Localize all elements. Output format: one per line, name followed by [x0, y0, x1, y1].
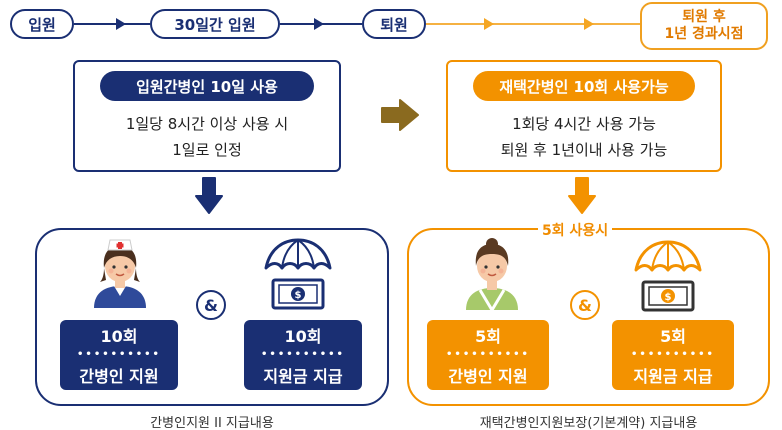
dotted-divider: •••••••••• [631, 349, 715, 360]
down-arrow-icon [568, 177, 596, 214]
home-caregiver-box: 재택간병인 10회 사용가능 1회당 4시간 사용 가능 퇴원 후 1년이내 사… [446, 60, 722, 172]
svg-text:$: $ [295, 290, 302, 301]
home-caregiver-header: 재택간병인 10회 사용가능 [473, 71, 695, 101]
timeline-arrow [116, 18, 126, 30]
timeline-discharge-label: 퇴원 [380, 15, 408, 34]
hospital-caregiver-line2: 1일로 인정 [172, 141, 242, 159]
svg-text:$: $ [665, 292, 672, 303]
ampersand-label: & [204, 295, 218, 315]
timeline-30days-label: 30일간 입원 [174, 15, 256, 34]
umbrella-money-icon: $ [634, 240, 702, 312]
home-caregiver-line2: 퇴원 후 1년이내 사용 가능 [500, 141, 668, 159]
timeline-line [74, 23, 150, 25]
subsidy-payment-card: 5회 •••••••••• 지원금 지급 [612, 320, 734, 390]
card-label: 간병인 지원 [79, 367, 159, 386]
home-caregiver-line1: 1회당 4시간 사용 가능 [512, 115, 656, 133]
card-count: 10회 [284, 327, 322, 346]
ampersand-badge: & [196, 290, 226, 320]
dotted-divider: •••••••••• [446, 349, 530, 360]
card-label: 간병인 지원 [448, 367, 528, 386]
timeline-30days: 30일간 입원 [150, 9, 280, 39]
card-count: 5회 [660, 327, 686, 346]
caregiver-support-card: 5회 •••••••••• 간병인 지원 [427, 320, 549, 390]
card-count: 10회 [100, 327, 138, 346]
card-label: 지원금 지급 [633, 367, 713, 386]
timeline-admission-label: 입원 [28, 15, 56, 34]
subsidy-payment-card: 10회 •••••••••• 지원금 지급 [244, 320, 362, 390]
hospital-caregiver-box: 입원간병인 10일 사용 1일당 8시간 이상 사용 시 1일로 인정 [73, 60, 341, 172]
right-arrow-icon [381, 99, 419, 131]
timeline-arrow [584, 18, 594, 30]
caregiver-support-card: 10회 •••••••••• 간병인 지원 [60, 320, 178, 390]
timeline-after-one-year: 퇴원 후 1년 경과시점 [640, 2, 768, 50]
timeline-admission: 입원 [10, 9, 74, 39]
left-panel-caption: 간병인지원 II 지급내용 [150, 416, 274, 430]
timeline-after-line1: 퇴원 후 [682, 8, 726, 25]
ampersand-label: & [578, 295, 592, 315]
five-use-badge: 5회 사용시 [538, 220, 613, 240]
timeline-after-line2: 1년 경과시점 [664, 26, 744, 42]
ampersand-badge: & [570, 290, 600, 320]
hospital-caregiver-header: 입원간병인 10일 사용 [100, 71, 314, 101]
dotted-divider: •••••••••• [77, 349, 161, 360]
card-count: 5회 [475, 327, 501, 346]
timeline-arrow [484, 18, 494, 30]
timeline-arrow [314, 18, 324, 30]
hospital-caregiver-line1: 1일당 8시간 이상 사용 시 [125, 115, 289, 133]
timeline-line [426, 23, 640, 25]
dotted-divider: •••••••••• [261, 349, 345, 360]
caregiver-icon [466, 238, 518, 310]
down-arrow-icon [195, 177, 223, 214]
umbrella-money-icon: $ [264, 238, 332, 310]
card-label: 지원금 지급 [263, 367, 343, 386]
timeline-discharge: 퇴원 [362, 9, 426, 39]
right-panel-caption: 재택간병인지원보장(기본계약) 지급내용 [479, 416, 698, 430]
nurse-icon [94, 239, 146, 308]
